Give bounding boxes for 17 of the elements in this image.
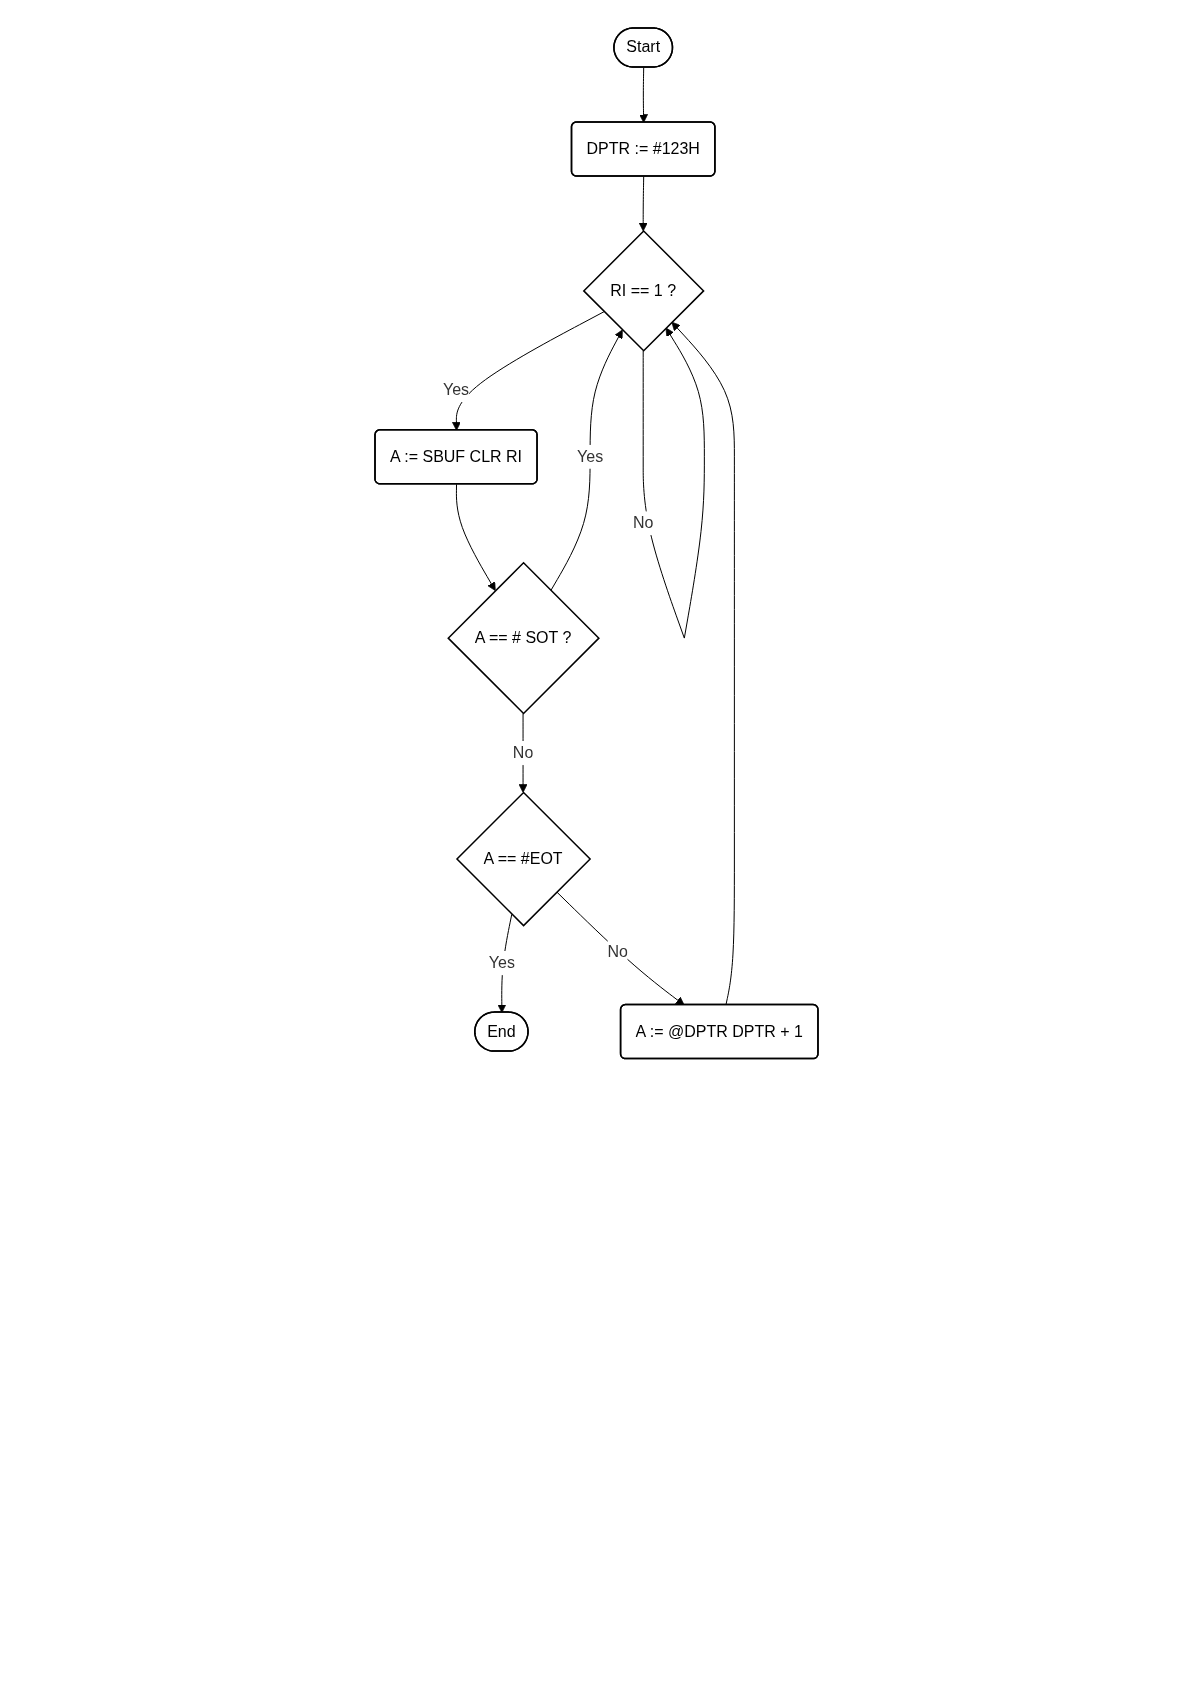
edge-label: Yes: [488, 953, 515, 971]
arrow: [555, 891, 685, 1006]
arrow: [671, 321, 735, 1006]
edge-label: No: [632, 514, 653, 532]
arrow: [455, 483, 496, 591]
arrow: [638, 67, 648, 123]
edge-label: Yes: [442, 381, 469, 399]
arrow: [451, 311, 605, 431]
node-diamond: RI == 1 ?: [582, 229, 705, 352]
arrow: [638, 176, 648, 232]
node-diamond: A == # SOT ?: [446, 561, 600, 715]
arrow: [549, 329, 623, 592]
edge-label: No: [512, 743, 533, 761]
edge-label: No: [607, 942, 628, 960]
arrow: [642, 327, 705, 639]
node-diamond: A == #EOT: [455, 791, 591, 927]
edge-label: Yes: [576, 447, 603, 465]
